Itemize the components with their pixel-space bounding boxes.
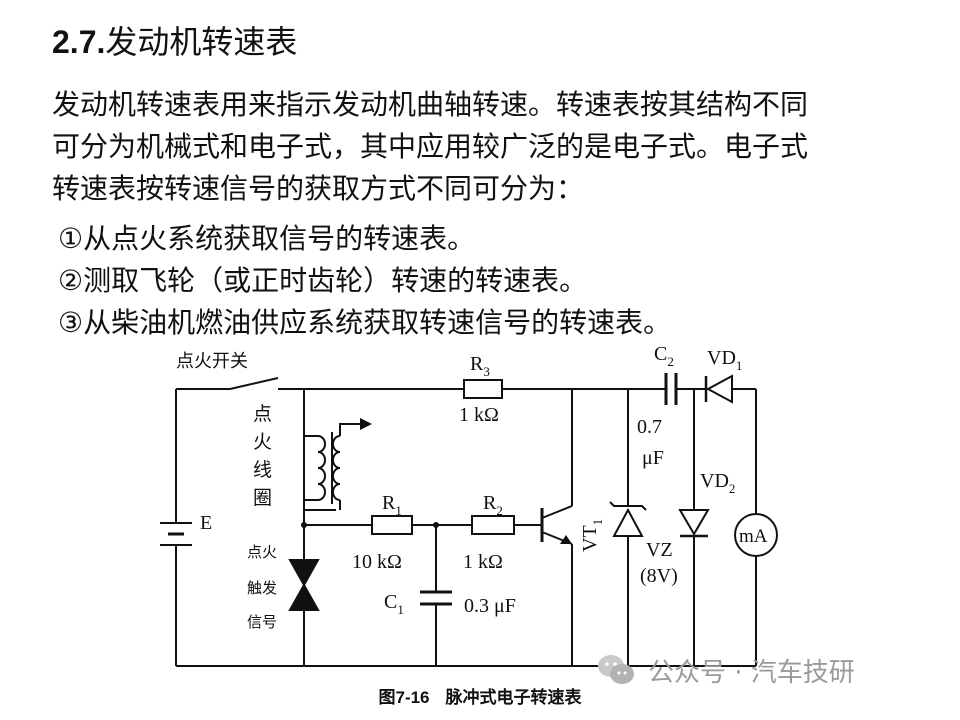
resistor-r1 [371,515,413,535]
label-vd2: VD2 [700,470,735,496]
label-ignition-switch: 点火开关 [176,351,248,372]
label-trigger: 信号 [247,613,277,631]
label-trigger: 点火 [247,543,277,561]
label-vt1: VT1 [579,519,605,552]
label-c2: C2 [654,343,674,369]
label-r3: R3 [470,353,490,379]
ignition-coil-symbol [304,418,372,510]
paragraph-line: 转速表按转速信号的获取方式不同可分为： [52,172,585,205]
label-r1: R1 [382,492,402,518]
trigger-element-symbol [288,559,320,611]
ignition-switch-symbol [229,377,290,390]
list-item: ③从柴油机燃油供应系统获取转速信号的转速表。 [58,306,672,339]
paragraph-line: 可分为机械式和电子式，其中应用较广泛的是电子式。电子式 [52,130,809,163]
label-vz-value: (8V) [640,565,678,587]
list-item: ②测取飞轮（或正时齿轮）转速的转速表。 [58,264,588,297]
label-e: E [200,512,212,534]
figure-caption: 图7-16 脉冲式电子转速表 [0,683,960,708]
tachometer-type-list: ①从点火系统获取信号的转速表。 ②测取飞轮（或正时齿轮）转速的转速表。 ③从柴油… [58,218,671,344]
paragraph-line: 发动机转速表用来指示发动机曲轴转速。转速表按其结构不同 [52,88,809,121]
watermark: 公众号 · 汽车技研 [596,650,855,690]
battery-symbol [160,522,192,546]
capacitor-c2 [664,373,678,405]
label-r1-value: 10 kΩ [352,551,402,573]
label-r3-value: 1 kΩ [459,404,499,426]
resistor-r3 [463,379,503,399]
junction-dots [301,522,439,528]
label-coil-char: 线 [253,459,272,481]
transistor-vt1 [540,505,573,545]
label-c2-unit: μF [642,447,664,469]
label-r2: R2 [483,492,503,518]
capacitor-c1 [420,590,452,606]
label-vd1: VD1 [707,347,742,373]
label-trigger: 触发 [247,579,277,597]
figure-number: 图7-16 [378,688,430,707]
zener-diode-vz [609,501,647,537]
milliammeter [734,513,778,557]
wechat-icon [598,655,634,684]
label-c2-value: 0.7 [637,416,662,438]
list-item: ①从点火系统获取信号的转速表。 [58,222,476,255]
label-meter: mA [739,526,768,547]
section-title: 发动机转速表 [105,23,298,61]
section-number: 2.7. [52,24,106,60]
circuit-wires [175,388,757,667]
label-coil-char: 点 [253,403,272,425]
label-r2-value: 1 kΩ [463,551,503,573]
label-c1-value: 0.3 μF [464,595,516,617]
section-heading: 2.7.发动机转速表 [52,22,297,62]
watermark-text: 公众号 · 汽车技研 [648,657,855,688]
diode-vd1 [704,374,733,404]
label-coil-char: 圈 [253,487,272,509]
label-c1: C1 [384,591,404,617]
diode-vd2 [678,509,710,538]
intro-paragraph: 发动机转速表用来指示发动机曲轴转速。转速表按其结构不同 可分为机械式和电子式，其… [52,84,932,210]
figure-caption-text: 脉冲式电子转速表 [445,688,582,708]
label-coil-char: 火 [253,431,272,453]
resistor-r2 [471,515,515,535]
label-vz: VZ [646,539,673,561]
